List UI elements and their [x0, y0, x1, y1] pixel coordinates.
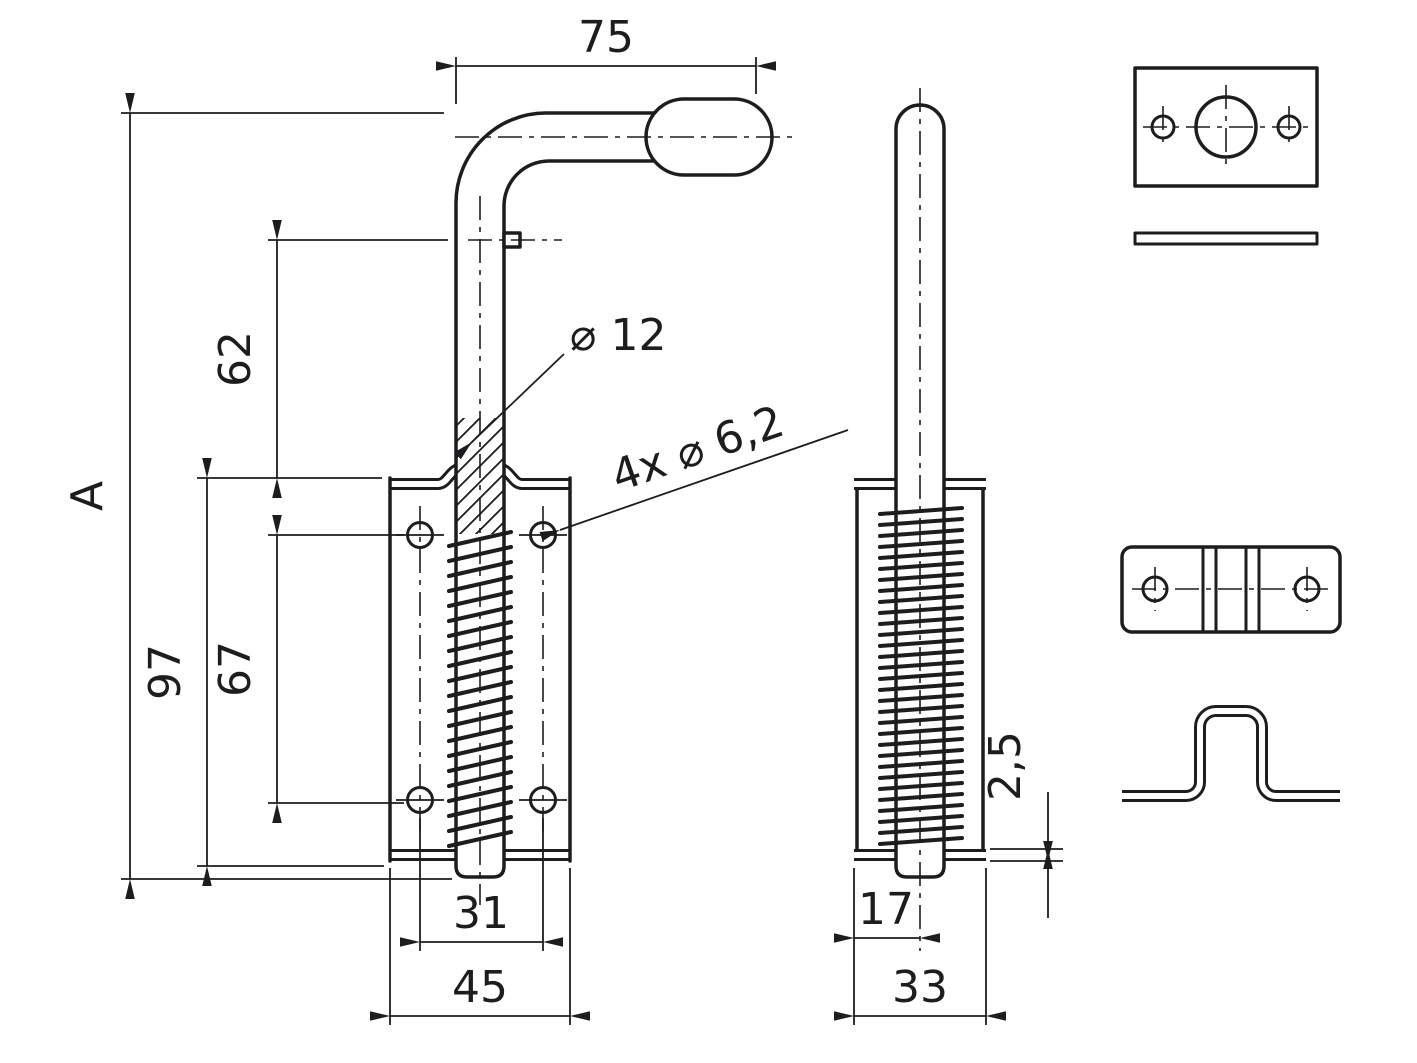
section-hatch: [457, 418, 503, 534]
handle-grip: [644, 97, 774, 177]
front-centerlines: [419, 136, 798, 905]
detail-clamp-plate: [1120, 545, 1342, 634]
side-view: [854, 88, 986, 951]
dim-overall-height: A: [62, 481, 113, 511]
side-dimensions: 2,5 17 33: [834, 731, 1063, 1025]
dim-handle-length: 75: [578, 12, 634, 63]
dim-mounting-holes: 4x ⌀ 6,2: [605, 396, 790, 502]
detail-hat-bracket: [1122, 705, 1340, 802]
dim-rod-diameter: ⌀ 12: [570, 310, 666, 361]
detail-top-plate: [1133, 66, 1319, 188]
dim-side-width: 33: [892, 962, 948, 1013]
dim-bracket-height: 97: [140, 644, 191, 700]
detail-shim-strip: [1133, 231, 1319, 246]
dim-flange-thickness: 2,5: [980, 731, 1031, 801]
dim-hole-pitch-vertical: 67: [210, 641, 261, 697]
bolt-rod: [454, 111, 662, 879]
front-dimensions: 75 A 62 97 67 ⌀ 12 4x ⌀ 6,2 31 45: [62, 12, 849, 1025]
dim-rod-offset: 17: [858, 884, 914, 935]
dim-bracket-width: 45: [452, 962, 508, 1013]
dim-pin-to-bracket: 62: [210, 331, 261, 387]
front-view: [388, 97, 798, 905]
spring-side: [878, 506, 964, 846]
dim-hole-pitch-horizontal: 31: [453, 888, 509, 939]
